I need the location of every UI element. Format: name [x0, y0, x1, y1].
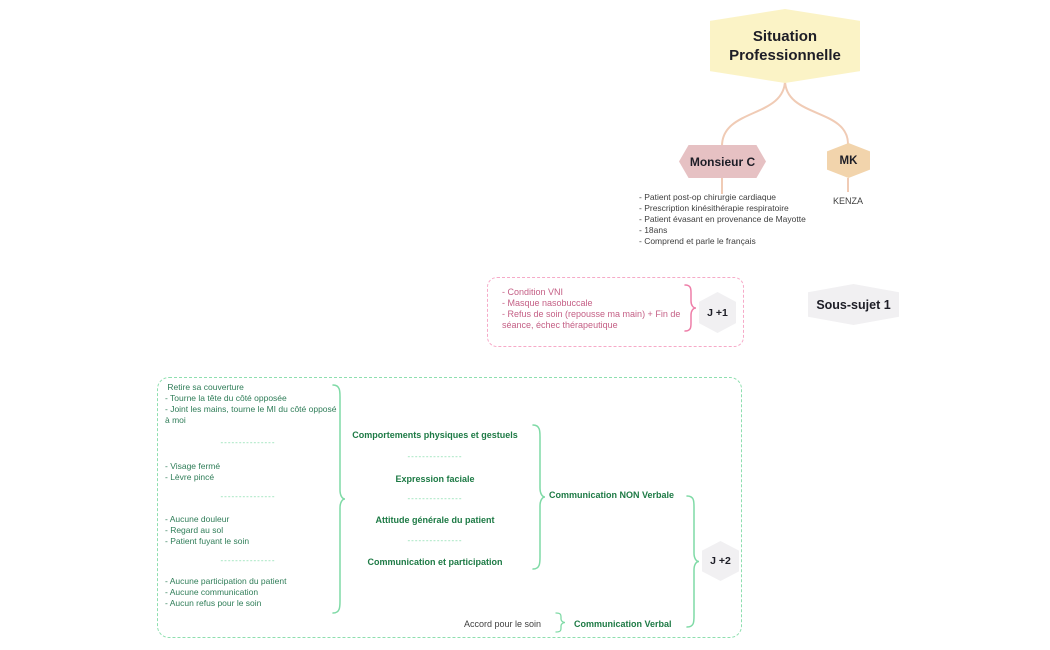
- monsieur-c-details[interactable]: - Patient post-op chirurgie cardiaque - …: [639, 192, 817, 247]
- node-label: J +1: [707, 306, 728, 319]
- category-label: Expression faciale: [395, 474, 475, 484]
- separator-dashes: ---------------: [407, 452, 463, 461]
- note-line: - Masque nasobuccale: [502, 298, 593, 308]
- observation-group-4[interactable]: - Aucune participation du patient - Aucu…: [165, 576, 341, 609]
- category-label: Communication et participation: [367, 557, 503, 567]
- observation-group-2[interactable]: - Visage fermé - Lèvre pincé: [165, 461, 341, 483]
- separator-dashes: ---------------: [220, 438, 276, 447]
- day1-note-box[interactable]: [487, 277, 744, 347]
- node-label: Sous-sujet 1: [816, 297, 891, 312]
- node-label: J +2: [710, 555, 731, 567]
- separator-dashes: ---------------: [220, 492, 276, 501]
- day2-note-box[interactable]: [157, 377, 742, 638]
- detail-line: - 18ans: [639, 225, 668, 235]
- node-label: Situation Professionnelle: [729, 28, 841, 64]
- separator-dashes: ---------------: [407, 494, 463, 503]
- observation-line: Retire sa couverture: [165, 382, 244, 392]
- node-j-plus-1[interactable]: J +1: [699, 292, 736, 333]
- note-line: - Refus de soin (repousse ma main) + Fin…: [502, 309, 681, 330]
- node-j-plus-2[interactable]: J +2: [702, 541, 739, 581]
- detail-line: - Prescription kinésithérapie respiratoi…: [639, 203, 789, 213]
- category-label: Comportements physiques et gestuels: [352, 430, 518, 440]
- node-label: MK: [839, 154, 858, 167]
- observation-line: - Aucune participation du patient: [165, 576, 287, 586]
- node-label: Monsieur C: [689, 154, 756, 169]
- observation-line: - Aucune communication: [165, 587, 259, 597]
- observation-line: - Aucun refus pour le soin: [165, 598, 262, 608]
- communication-non-verbale-label[interactable]: Communication NON Verbale: [549, 490, 675, 500]
- node-monsieur-c[interactable]: Monsieur C: [679, 145, 766, 178]
- note-line: - Condition VNI: [502, 287, 564, 297]
- separator-dashes: ---------------: [220, 556, 276, 565]
- detail-line: - Comprend et parle le français: [639, 236, 756, 246]
- node-situation-professionnelle[interactable]: Situation Professionnelle: [710, 9, 860, 83]
- observation-group-3[interactable]: - Aucune douleur - Regard au sol - Patie…: [165, 514, 341, 547]
- day1-brace: [684, 284, 697, 332]
- category-label: Attitude générale du patient: [375, 515, 495, 525]
- verbal-brace: [555, 612, 566, 633]
- observation-line: - Joint les mains, tourne le MI du côté …: [165, 404, 339, 425]
- accord-pour-le-soin-label[interactable]: Accord pour le soin: [464, 619, 542, 629]
- observation-line: - Aucune douleur: [165, 514, 230, 524]
- observations-brace: [332, 384, 346, 614]
- observation-line: - Tourne la tête du côté opposée: [165, 393, 287, 403]
- observation-line: - Regard au sol: [165, 525, 224, 535]
- observation-line: - Lèvre pincé: [165, 472, 215, 482]
- observation-group-1[interactable]: Retire sa couverture - Tourne la tête du…: [165, 382, 341, 426]
- detail-line: - Patient évasant en provenance de Mayot…: [639, 214, 806, 224]
- detail-line: - Patient post-op chirurgie cardiaque: [639, 192, 777, 202]
- communication-verbal-label[interactable]: Communication Verbal: [574, 619, 672, 629]
- day2-brace: [686, 495, 700, 628]
- mk-subtitle[interactable]: KENZA: [833, 196, 864, 206]
- separator-dashes: ---------------: [407, 536, 463, 545]
- observation-line: - Patient fuyant le soin: [165, 536, 250, 546]
- categories-brace: [532, 424, 546, 570]
- observation-line: - Visage fermé: [165, 461, 221, 471]
- node-sous-sujet-1[interactable]: Sous-sujet 1: [808, 284, 899, 325]
- node-mk[interactable]: MK: [827, 143, 870, 178]
- day1-note-list[interactable]: - Condition VNI - Masque nasobuccale - R…: [502, 287, 688, 331]
